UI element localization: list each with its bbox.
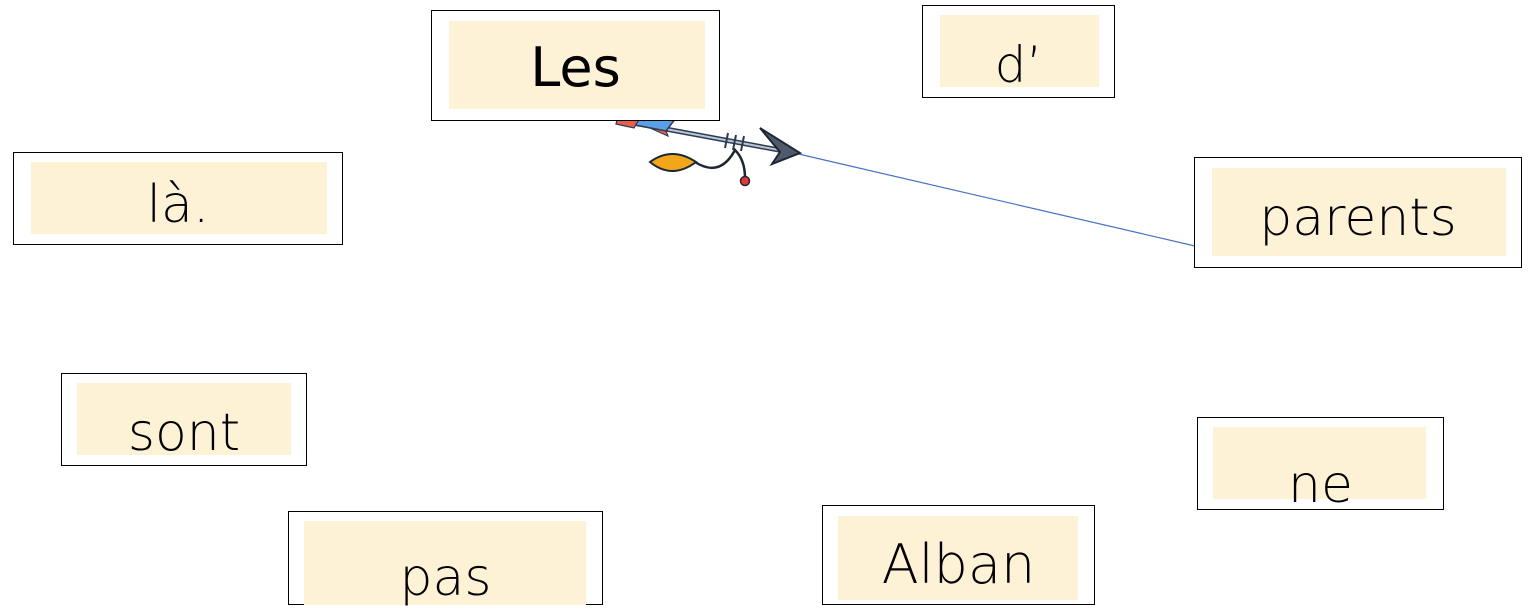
word-sont: sont	[127, 403, 241, 463]
word-card-sont[interactable]: sont	[61, 373, 307, 466]
word-card-ne[interactable]: ne	[1197, 417, 1444, 515]
word-alban: Alban	[881, 533, 1036, 596]
word-la: là.	[146, 175, 210, 235]
connector-line	[789, 151, 1196, 247]
word-ne: ne	[1288, 455, 1353, 515]
word-les: Les	[530, 36, 621, 99]
word-card-alban[interactable]: Alban	[822, 505, 1095, 605]
word-card-parents[interactable]: parents	[1194, 157, 1522, 268]
word-pas: pas	[399, 548, 492, 608]
word-card-la[interactable]: là.	[13, 152, 343, 245]
word-card-d-apostrophe[interactable]: d’	[922, 5, 1115, 98]
word-card-les[interactable]: Les	[431, 10, 720, 121]
word-card-pas[interactable]: pas	[288, 511, 603, 605]
word-d-apostrophe: d’	[994, 36, 1043, 94]
word-parents: parents	[1259, 188, 1457, 248]
